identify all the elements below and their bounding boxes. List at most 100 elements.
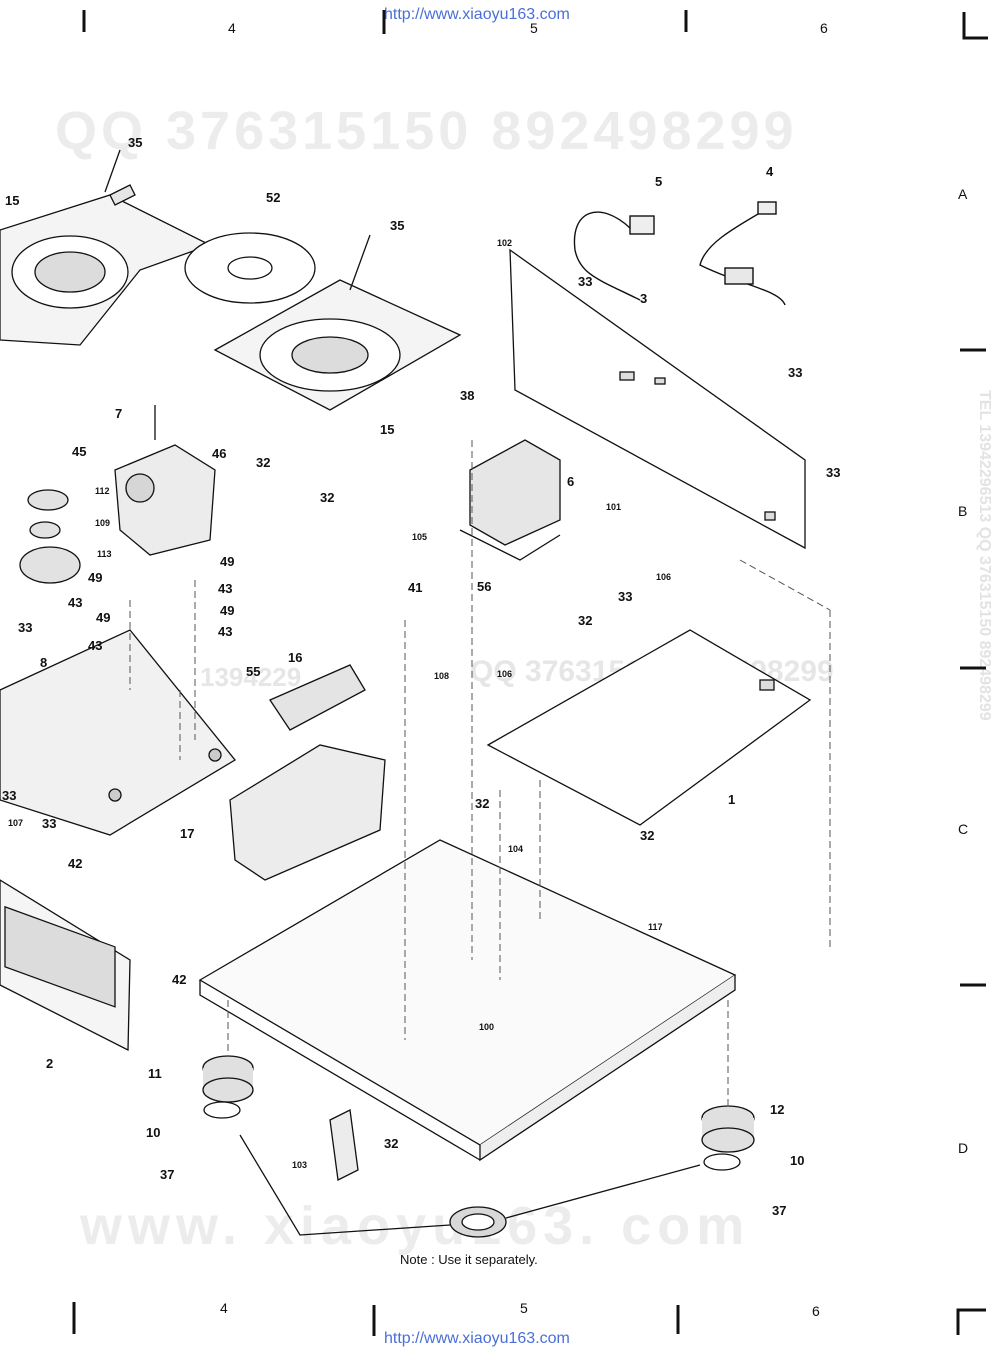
label-15b: 15 bbox=[380, 422, 394, 437]
label-33g: 33 bbox=[42, 816, 56, 831]
label-10b: 10 bbox=[790, 1153, 804, 1168]
gear-assembly-45 bbox=[19, 489, 81, 584]
label-2: 2 bbox=[46, 1056, 53, 1071]
label-43d: 43 bbox=[218, 624, 232, 639]
pickup-mechanism-46 bbox=[114, 405, 216, 556]
label-46: 46 bbox=[212, 446, 226, 461]
label-3: 3 bbox=[640, 291, 647, 306]
label-35b: 35 bbox=[390, 218, 404, 233]
label-103: 103 bbox=[292, 1160, 307, 1170]
label-33d: 33 bbox=[618, 589, 632, 604]
cable-4 bbox=[699, 201, 786, 306]
label-32f: 32 bbox=[384, 1136, 398, 1151]
watermark-qq: QQ 376315150 892498299 bbox=[55, 101, 798, 161]
label-33a: 33 bbox=[578, 274, 592, 289]
holder-17 bbox=[229, 744, 386, 881]
watermark-web: www. xiaoyu163. com bbox=[80, 1196, 751, 1256]
label-35: 35 bbox=[128, 135, 142, 150]
footer-column-5: 5 bbox=[520, 1300, 528, 1316]
footer-column-4: 4 bbox=[220, 1300, 228, 1316]
label-42b: 42 bbox=[172, 972, 186, 987]
assembly-guides bbox=[129, 440, 831, 1105]
label-1: 1 bbox=[728, 792, 735, 807]
label-32a: 32 bbox=[256, 455, 270, 470]
power-cord-5 bbox=[573, 211, 655, 301]
watermark-tel: TEL 13942296513 QQ 376315150 892498299 bbox=[976, 390, 993, 721]
label-17: 17 bbox=[180, 826, 194, 841]
label-102: 102 bbox=[497, 238, 512, 248]
main-pcb-1 bbox=[486, 629, 812, 826]
registration-marks bbox=[72, 10, 988, 1336]
label-33b: 33 bbox=[788, 365, 802, 380]
label-101: 101 bbox=[606, 502, 621, 512]
label-32e: 32 bbox=[475, 796, 489, 811]
label-43c: 43 bbox=[218, 581, 232, 596]
label-49b: 49 bbox=[96, 610, 110, 625]
tray-assembly-15 bbox=[0, 149, 212, 346]
label-105a: 105 bbox=[412, 532, 427, 542]
tray-assembly-15b bbox=[213, 234, 462, 411]
label-108: 108 bbox=[434, 671, 449, 681]
row-letter-d: D bbox=[958, 1140, 969, 1156]
label-16: 16 bbox=[288, 650, 302, 665]
label-104: 104 bbox=[508, 844, 523, 854]
watermark-mid-left: 1394229 bbox=[200, 662, 302, 692]
bracket-16 bbox=[269, 664, 366, 731]
label-55: 55 bbox=[246, 664, 260, 679]
label-45: 45 bbox=[72, 444, 86, 459]
label-49a: 49 bbox=[88, 570, 102, 585]
label-12: 12 bbox=[770, 1102, 784, 1117]
label-56: 56 bbox=[477, 579, 491, 594]
chassis-117 bbox=[198, 839, 737, 1162]
label-106b: 106 bbox=[497, 669, 512, 679]
label-33c: 33 bbox=[826, 465, 840, 480]
front-pcb-2 bbox=[0, 879, 131, 1052]
label-37a: 37 bbox=[160, 1167, 174, 1182]
bracket-103 bbox=[329, 1109, 359, 1181]
label-32c: 32 bbox=[578, 613, 592, 628]
label-8: 8 bbox=[40, 655, 47, 670]
label-4: 4 bbox=[766, 164, 774, 179]
label-10a: 10 bbox=[146, 1125, 160, 1140]
label-11: 11 bbox=[148, 1066, 162, 1081]
header-url[interactable]: http://www.xiaoyu163.com bbox=[384, 6, 570, 23]
disc-plate-52 bbox=[184, 232, 316, 304]
label-5: 5 bbox=[655, 174, 662, 189]
row-letter-b: B bbox=[958, 503, 968, 519]
label-38: 38 bbox=[460, 388, 474, 403]
label-42a: 42 bbox=[68, 856, 82, 871]
label-49c: 49 bbox=[220, 554, 234, 569]
label-33f: 33 bbox=[2, 788, 16, 803]
label-43a: 43 bbox=[68, 595, 82, 610]
row-letter-a: A bbox=[958, 186, 968, 202]
label-107: 107 bbox=[8, 818, 23, 828]
label-49d: 49 bbox=[220, 603, 234, 618]
foot-11 bbox=[202, 1055, 254, 1119]
label-43b: 43 bbox=[88, 638, 102, 653]
label-112: 112 bbox=[95, 486, 110, 496]
label-6: 6 bbox=[567, 474, 574, 489]
label-33e: 33 bbox=[18, 620, 32, 635]
label-41: 41 bbox=[408, 580, 422, 595]
separate-washer bbox=[239, 1134, 701, 1238]
label-7: 7 bbox=[115, 406, 122, 421]
label-106a: 106 bbox=[656, 572, 671, 582]
header-column-6: 6 bbox=[820, 20, 828, 36]
label-109: 109 bbox=[95, 518, 110, 528]
mechanism-base-107 bbox=[0, 629, 236, 836]
part-labels: 35 15 52 35 15 5 4 102 33 3 33 33 38 6 1… bbox=[2, 135, 840, 1218]
label-117: 117 bbox=[648, 922, 663, 932]
label-52: 52 bbox=[266, 190, 280, 205]
row-letter-c: C bbox=[958, 821, 969, 837]
separate-use-note: Note : Use it separately. bbox=[400, 1252, 538, 1267]
footer-url[interactable]: http://www.xiaoyu163.com bbox=[384, 1330, 570, 1347]
label-37b: 37 bbox=[772, 1203, 786, 1218]
label-15: 15 bbox=[5, 193, 19, 208]
label-32d: 32 bbox=[640, 828, 654, 843]
rear-panel-102 bbox=[509, 248, 806, 550]
transformer-6 bbox=[459, 439, 561, 561]
label-32b: 32 bbox=[320, 490, 334, 505]
header-column-4: 4 bbox=[228, 20, 236, 36]
